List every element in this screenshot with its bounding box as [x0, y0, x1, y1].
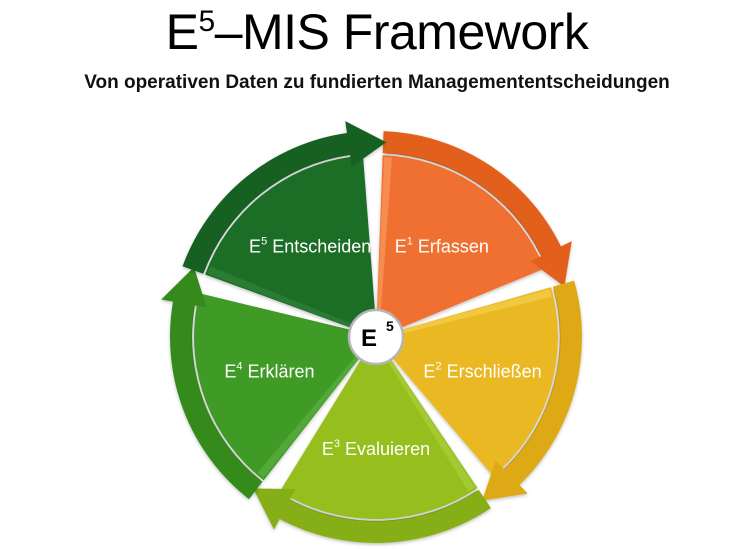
arrow-icon [161, 267, 263, 500]
title-superscript: 5 [198, 5, 216, 38]
segment-body [376, 155, 545, 329]
segment-e2 [390, 280, 582, 501]
segment-label-e1: E1 Erfassen [395, 235, 489, 256]
arrow-icon [482, 280, 582, 501]
center-circle [347, 308, 405, 366]
segment-e3 [253, 356, 491, 543]
page-subtitle: Von operativen Daten zu fundierten Manag… [84, 72, 670, 93]
arrow-icon [182, 121, 387, 274]
arrow-icon [382, 131, 572, 287]
segment-body [390, 287, 558, 477]
center-superscript: 5 [386, 318, 394, 334]
center-hub: E 5 [347, 308, 405, 366]
center-label: E [361, 325, 377, 352]
title-prefix: E [165, 4, 199, 60]
segment-body [193, 293, 362, 481]
segment-e1 [376, 131, 572, 329]
segment-label-e5: E5 Entscheiden [249, 235, 371, 256]
page-title: E5–MIS Framework [0, 2, 754, 70]
title-rest: –MIS Framework [214, 4, 589, 60]
segment-e4 [161, 267, 362, 500]
arrow-icon [253, 488, 491, 543]
segment-label-e3: E3 Evaluieren [322, 438, 430, 459]
segment-body [279, 356, 478, 519]
segment-label-e4: E4 Erklären [224, 361, 314, 382]
segment-label-e2: E2 Erschließen [423, 361, 541, 382]
segment-e5 [182, 121, 387, 329]
